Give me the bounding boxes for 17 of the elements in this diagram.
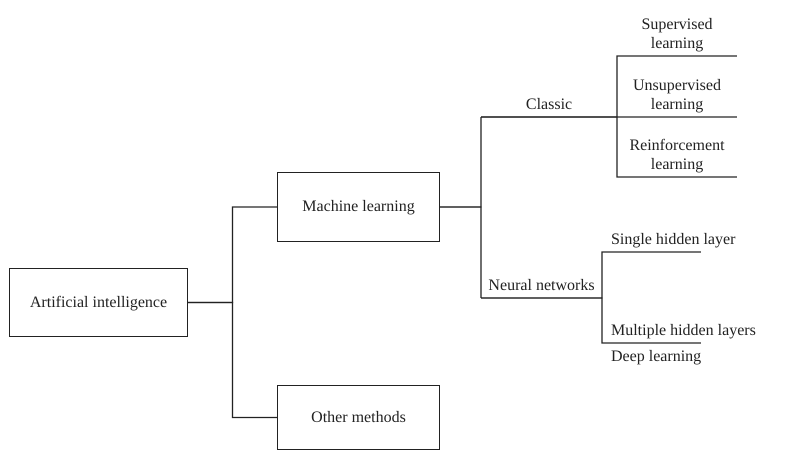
box-label: Artificial intelligence [30,292,168,312]
branch-label: Unsupervised learning [617,64,737,117]
connector-line [481,116,737,178]
process-box [277,172,440,242]
branch-label: Supervised learning [617,6,737,56]
connector-line [188,302,277,418]
branch-label: Reinforcement learning [617,124,737,177]
connector-line [481,297,701,344]
connector-line [440,206,482,298]
process-box [277,385,440,450]
box-label: Machine learning [302,197,415,217]
branch-note: Deep learning [611,347,702,366]
process-box [9,268,188,337]
branch-label: Neural networks [481,244,602,298]
branch-label: Classic [481,84,617,117]
box-label: Other methods [311,408,406,428]
branch-label: Single hidden layer [602,222,782,252]
